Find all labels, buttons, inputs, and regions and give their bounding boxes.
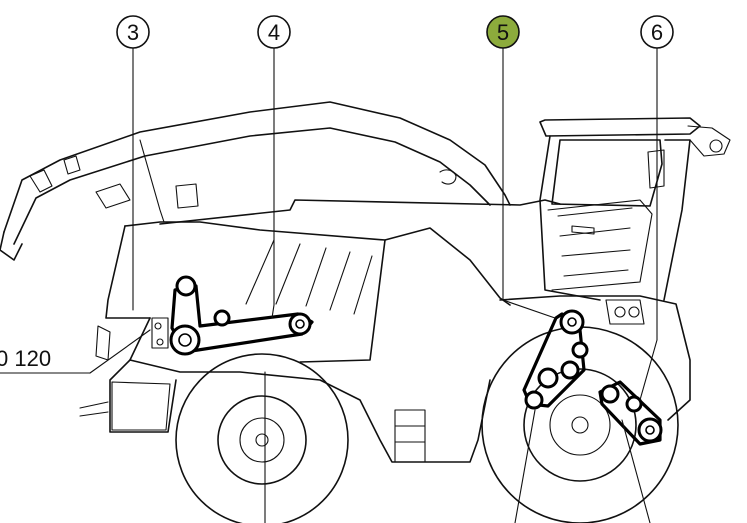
- callout-6-label: 6: [651, 20, 663, 45]
- leader-lines: [0, 46, 658, 523]
- belt-drive-center: [522, 309, 589, 410]
- callout-3-label: 3: [127, 20, 139, 45]
- reference-label: 0 120: [0, 346, 51, 371]
- callout-4[interactable]: 4: [257, 15, 291, 49]
- callout-5[interactable]: 5: [486, 15, 520, 49]
- callout-3-circle: [116, 15, 150, 49]
- callout-4-circle: [257, 15, 291, 49]
- callout-3[interactable]: 3: [116, 15, 150, 49]
- callout-5-circle: [486, 15, 520, 49]
- callout-5-label: 5: [497, 20, 509, 45]
- callout-4-label: 4: [268, 20, 280, 45]
- forage-harvester-icon: [0, 101, 731, 523]
- belt-drive-left: [151, 275, 314, 356]
- callout-6[interactable]: 6: [640, 15, 674, 49]
- belt-drive-right: [598, 380, 663, 446]
- callout-6-circle: [640, 15, 674, 49]
